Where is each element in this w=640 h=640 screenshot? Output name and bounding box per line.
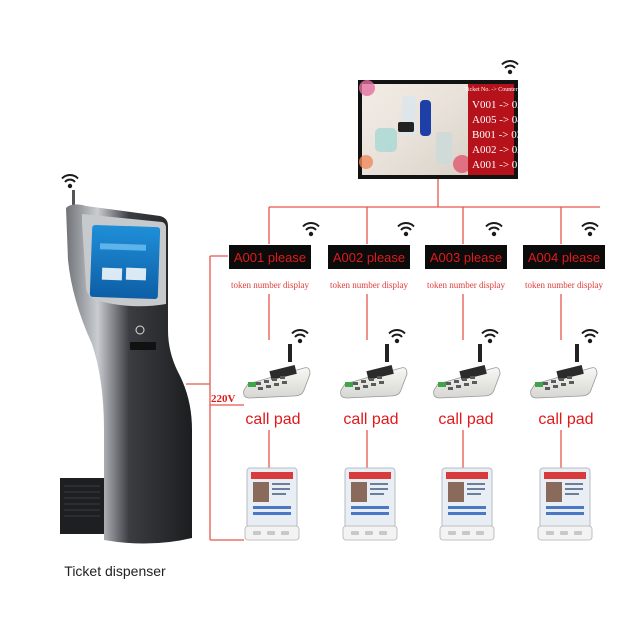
call-pad (243, 344, 311, 399)
token-display: A004 please token number display (523, 245, 605, 290)
token-display-caption: token number display (427, 280, 505, 290)
token-display-caption: token number display (330, 280, 408, 290)
token-display-text: A002 please (333, 250, 405, 265)
wifi-icon (388, 329, 406, 345)
ticket-dispenser-kiosk (60, 190, 192, 544)
token-display-text: A003 please (430, 250, 502, 265)
ticket-dispenser-label: Ticket dispenser (64, 563, 166, 579)
token-display: A002 please token number display (328, 245, 410, 290)
ticket-call-panel (468, 84, 514, 175)
call-pad-labels: call pad call pad call pad call pad (245, 411, 593, 428)
wifi-icon (302, 222, 320, 238)
wifi-icon (501, 60, 519, 76)
token-display-text: A001 please (234, 250, 306, 265)
wifi-icon (581, 329, 599, 345)
token-displays: A001 please token number display A002 pl… (229, 245, 605, 290)
evaluator-cards (244, 467, 593, 541)
call-pad (433, 344, 501, 399)
token-display-caption: token number display (231, 280, 309, 290)
evaluator-card (342, 467, 398, 541)
call-pad-label: call pad (343, 411, 398, 428)
token-display: A003 please token number display (425, 245, 507, 290)
tv-monitor: Ticket No. -> Counter V001 -> 02 A005 ->… (358, 80, 523, 179)
evaluator-card (439, 467, 495, 541)
token-display-caption: token number display (525, 280, 603, 290)
monitor-row: B001 -> 03 (472, 129, 523, 141)
monitor-row: V001 -> 02 (472, 99, 523, 111)
connection-lines (186, 178, 600, 541)
monitor-rows: V001 -> 02 A005 -> 04 B001 -> 03 A002 ->… (472, 99, 523, 171)
monitor-row: A002 -> 02 (472, 144, 523, 156)
monitor-row: A005 -> 04 (472, 114, 523, 126)
token-display-text: A004 please (528, 250, 600, 265)
call-pads (243, 344, 598, 399)
power-label: 220V (211, 393, 236, 405)
kiosk-screen (89, 224, 161, 300)
wifi-icon (61, 174, 79, 190)
token-display: A001 please token number display (229, 245, 311, 290)
call-pad-label: call pad (438, 411, 493, 428)
monitor-row: A001 -> 01 (472, 159, 523, 171)
wifi-icon (291, 329, 309, 345)
wifi-icon (481, 329, 499, 345)
monitor-header: Ticket No. -> Counter (464, 87, 517, 93)
ticket-slot (130, 342, 156, 350)
call-pad-label: call pad (538, 411, 593, 428)
wifi-icon (397, 222, 415, 238)
wifi-icon (485, 222, 503, 238)
evaluator-card (244, 467, 300, 541)
call-pad (340, 344, 408, 399)
evaluator-card (537, 467, 593, 541)
wifi-icon (581, 222, 599, 238)
call-pad (530, 344, 598, 399)
call-pad-label: call pad (245, 411, 300, 428)
